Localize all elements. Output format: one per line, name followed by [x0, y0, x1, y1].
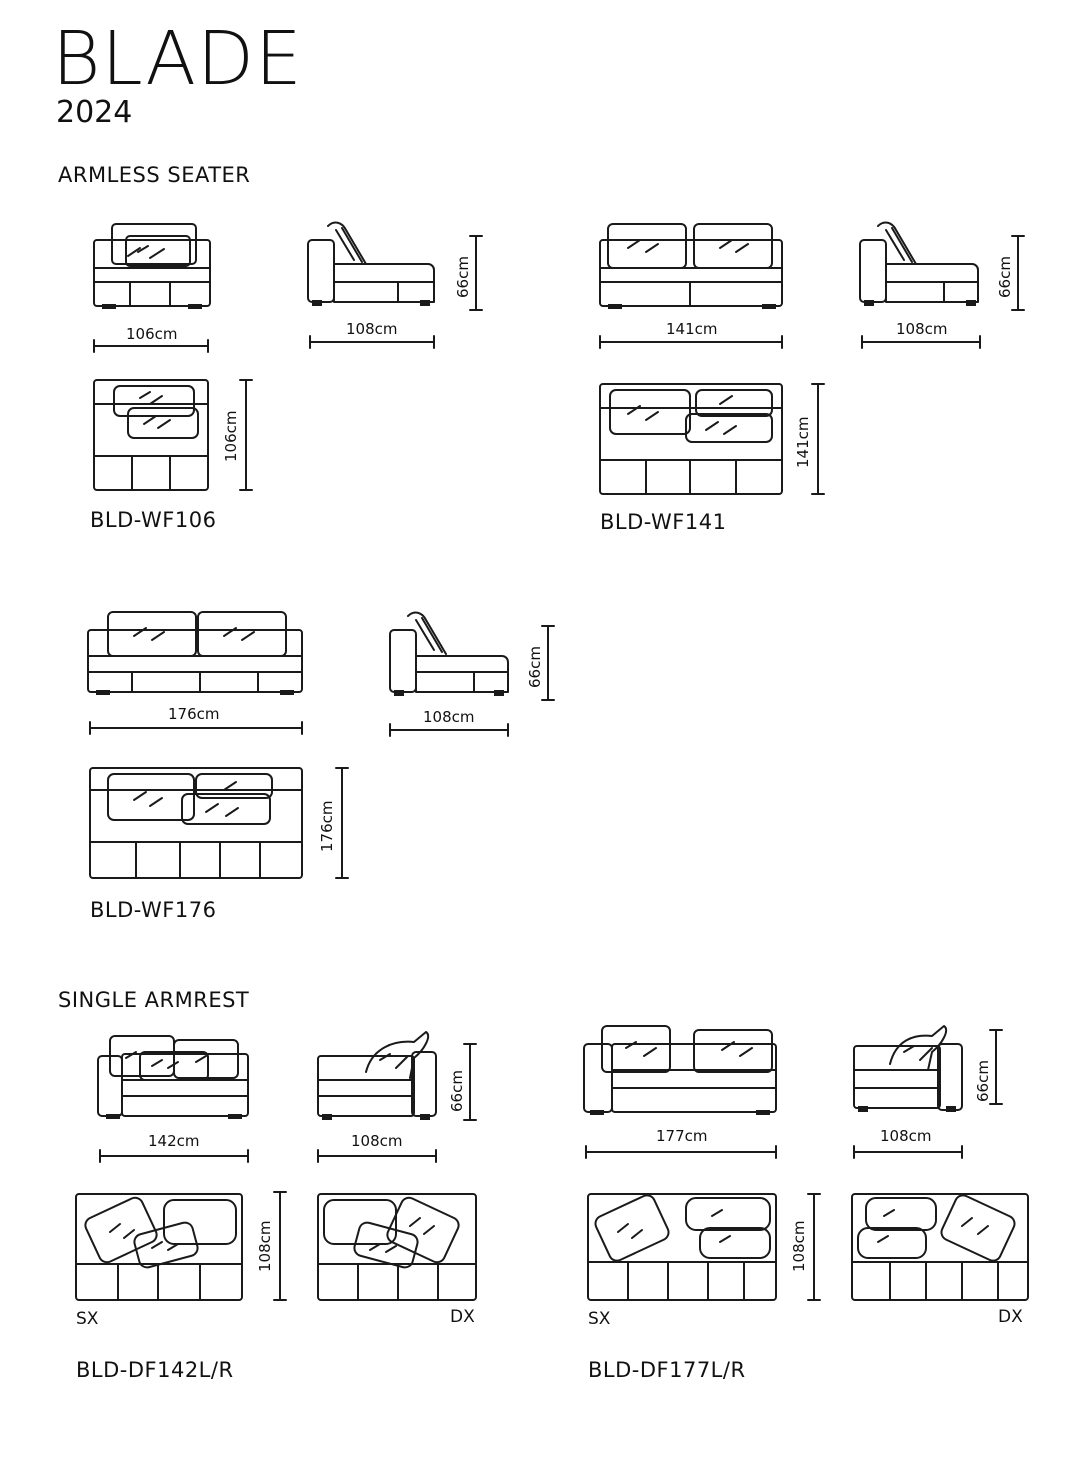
side-view-df177	[853, 1025, 963, 1112]
front-view-df177	[583, 1025, 777, 1115]
width-label-wf176: 176cm	[168, 705, 220, 723]
model-code-df142: BLD-DF142L/R	[76, 1358, 234, 1382]
model-code-wf106: BLD-WF106	[90, 508, 217, 532]
depth-label-wf106: 108cm	[346, 320, 398, 338]
dx-label-df177: DX	[998, 1307, 1023, 1327]
catalog-year: 2024	[56, 95, 133, 130]
side-view-wf106	[307, 221, 435, 306]
side-view-wf141	[859, 221, 979, 306]
dims-wf106	[93, 235, 483, 491]
width-label-wf141: 141cm	[666, 320, 718, 338]
dims-df177	[585, 1029, 1003, 1301]
side-view-df142	[317, 1031, 437, 1120]
depth-label-wf176: 108cm	[423, 708, 475, 726]
plan-view-df142-sx	[75, 1193, 243, 1301]
front-view-df142	[97, 1035, 249, 1119]
width-label-df142: 142cm	[148, 1132, 200, 1150]
sx-label-df177: SX	[588, 1309, 611, 1329]
plan-view-df177-dx	[851, 1193, 1029, 1301]
section-title-single-armrest: SINGLE ARMREST	[58, 988, 250, 1012]
sx-label-df142: SX	[76, 1309, 99, 1329]
width-label-wf106: 106cm	[126, 325, 178, 343]
model-code-df177: BLD-DF177L/R	[588, 1358, 746, 1382]
front-view-wf106	[93, 223, 211, 309]
side-view-wf176	[389, 611, 509, 696]
front-view-wf176	[87, 611, 303, 695]
plan-view-df177-sx	[587, 1193, 777, 1301]
plan-view-wf141	[599, 383, 783, 495]
width-label-df177: 177cm	[656, 1127, 708, 1145]
catalog-title: BLADE	[52, 16, 303, 102]
model-code-wf141: BLD-WF141	[600, 510, 727, 534]
plan-view-df142-dx	[317, 1193, 477, 1301]
depth-label-wf141: 108cm	[896, 320, 948, 338]
depth-label-df142: 108cm	[351, 1132, 403, 1150]
model-code-wf176: BLD-WF176	[90, 898, 217, 922]
plan-view-wf176	[89, 767, 303, 879]
dims-df142	[99, 1043, 477, 1301]
depth-label-df177: 108cm	[880, 1127, 932, 1145]
dx-label-df142: DX	[450, 1307, 475, 1327]
plan-view-wf106	[93, 379, 209, 491]
front-view-wf141	[599, 223, 783, 309]
dims-wf176	[89, 625, 555, 879]
dims-wf141	[599, 235, 1025, 495]
section-title-armless: ARMLESS SEATER	[58, 163, 251, 187]
